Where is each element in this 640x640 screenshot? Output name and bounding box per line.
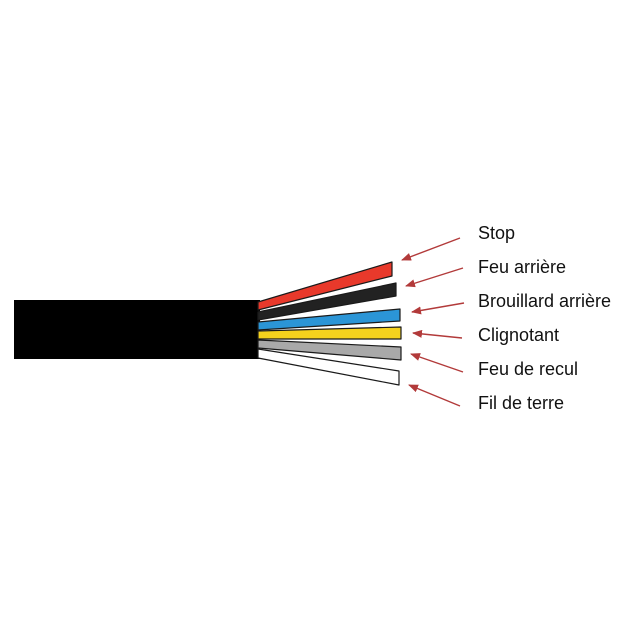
wire-group bbox=[257, 261, 402, 386]
wire-feu-de-recul bbox=[257, 339, 402, 361]
wire-label-stop: Stop bbox=[478, 223, 516, 243]
wire-stop bbox=[257, 261, 393, 311]
arrow-feu-de-recul bbox=[410, 353, 464, 373]
arrow-fil-de-terre bbox=[408, 384, 461, 407]
wire-label-fil-de-terre: Fil de terre bbox=[478, 393, 565, 413]
wire-label-feu-arriere: Feu arrière bbox=[478, 257, 567, 277]
wire-clignotant bbox=[257, 326, 402, 340]
arrow-feu-arriere bbox=[405, 267, 464, 288]
wire-brouillard-arriere bbox=[257, 308, 401, 331]
wire-label-feu-de-recul: Feu de recul bbox=[478, 359, 579, 379]
cable-jacket bbox=[14, 300, 260, 359]
wire-label-clignotant: Clignotant bbox=[478, 325, 560, 345]
wire-feu-arriere bbox=[257, 282, 397, 321]
wire-fil-de-terre bbox=[257, 348, 400, 386]
arrow-brouillard-arriere bbox=[411, 302, 465, 315]
arrow-clignotant bbox=[412, 329, 463, 339]
arrow-group bbox=[401, 237, 465, 407]
arrow-stop bbox=[401, 237, 461, 261]
wire-label-brouillard-arriere: Brouillard arrière bbox=[478, 291, 612, 311]
